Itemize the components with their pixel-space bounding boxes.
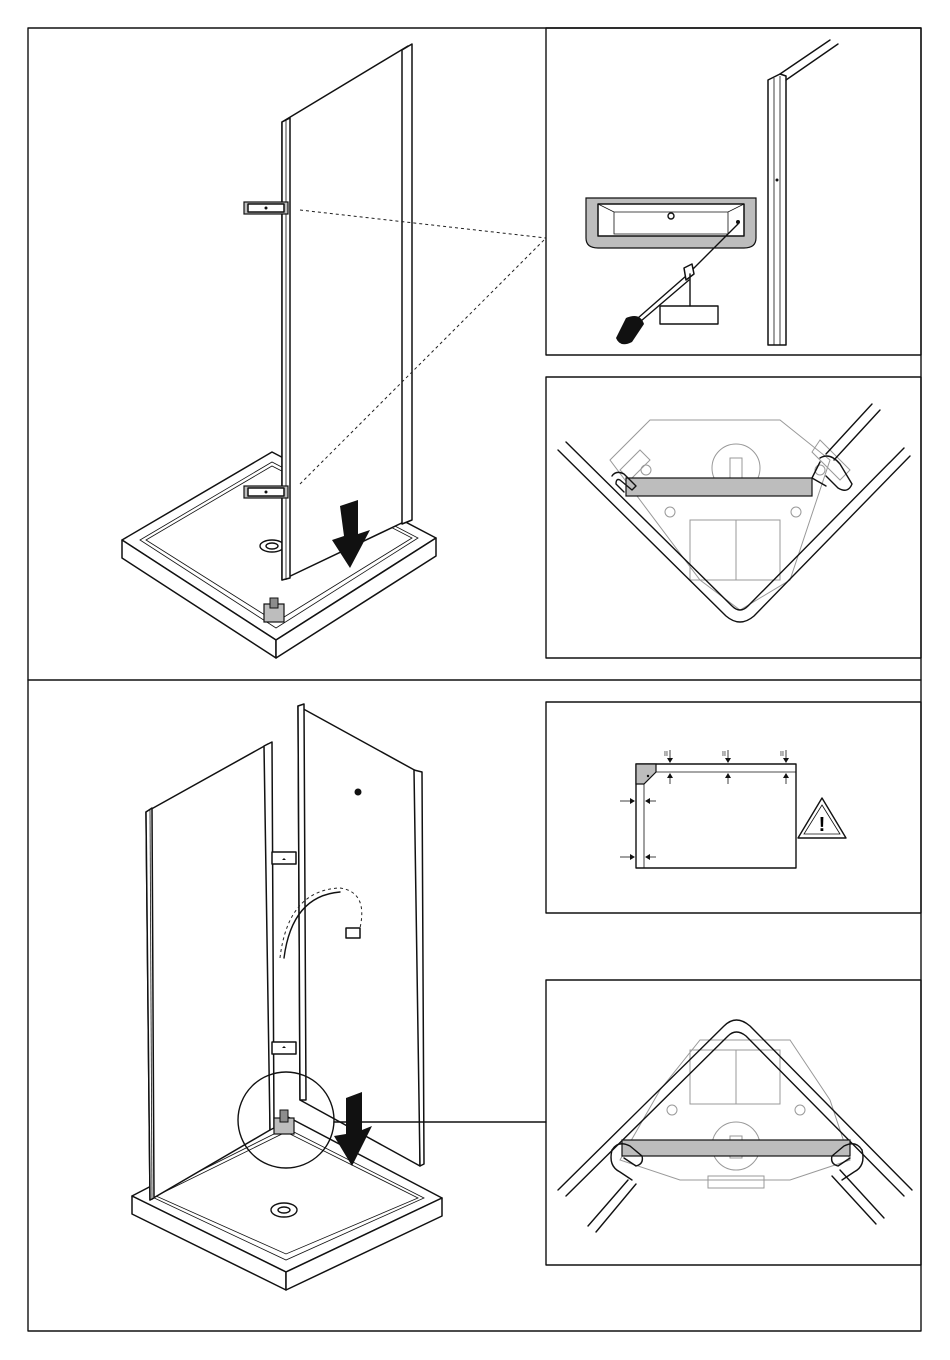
profile-bar xyxy=(626,478,812,496)
wall-bracket xyxy=(586,198,756,248)
corner-profile-top-view xyxy=(558,404,910,622)
detail-panel-screw xyxy=(546,28,921,355)
connector-icon xyxy=(346,928,360,938)
clearance-measurement-detail: II II II ! xyxy=(620,750,846,868)
bracket-screw-detail xyxy=(586,40,838,345)
left-wall-panel xyxy=(146,742,274,1200)
callout-box xyxy=(660,306,718,324)
svg-text:II: II xyxy=(722,751,726,758)
wall-panel xyxy=(282,44,412,580)
warning-symbol: ! xyxy=(819,814,826,836)
top-gap-arrows: II II II xyxy=(664,750,789,784)
lower-bracket xyxy=(244,486,288,498)
fixing-hole-icon xyxy=(355,789,362,796)
detail-panel-clearance xyxy=(546,702,921,913)
upper-bracket xyxy=(244,202,288,214)
step1-main-illustration xyxy=(122,44,546,658)
profile-bar-2 xyxy=(622,1140,850,1156)
detail-panel-corner-top xyxy=(546,377,921,658)
left-gap-arrows xyxy=(620,798,656,860)
step2-main-illustration xyxy=(132,704,546,1290)
warning-icon: ! xyxy=(798,798,846,838)
svg-text:II: II xyxy=(780,751,784,758)
svg-text:II: II xyxy=(664,751,668,758)
corner-profile-top-view-2 xyxy=(558,1020,912,1232)
